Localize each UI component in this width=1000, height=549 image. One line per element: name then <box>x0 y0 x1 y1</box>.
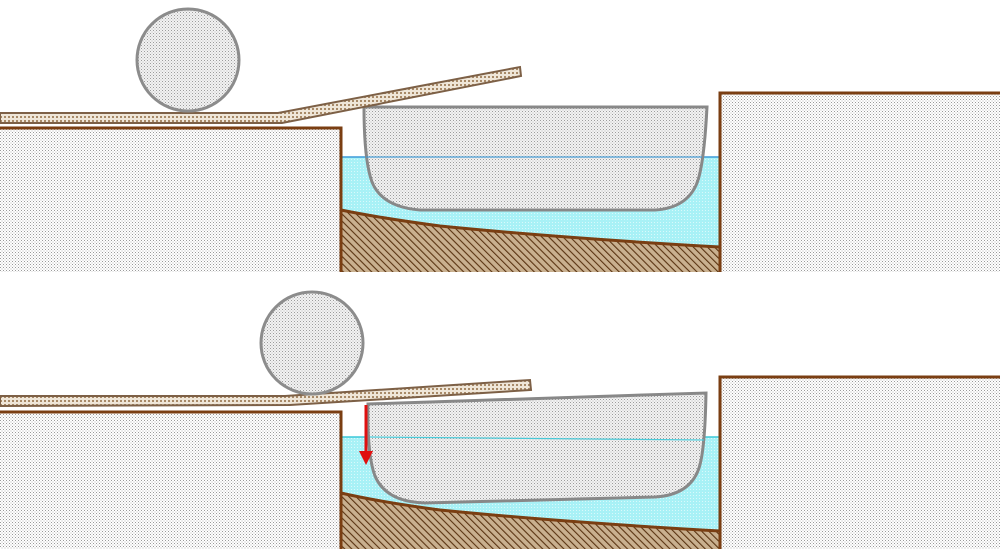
left-quay <box>0 412 341 549</box>
scene-before-loading <box>0 7 1000 272</box>
circle-load-icon <box>259 290 365 396</box>
loading-ramp <box>0 378 533 408</box>
right-quay <box>720 93 1000 272</box>
scene-during-loading <box>0 290 1000 549</box>
down-arrow-icon <box>359 405 373 465</box>
boat-hull <box>366 391 708 505</box>
circle-load-icon <box>135 7 241 113</box>
right-quay <box>720 377 1000 549</box>
boat-hull <box>362 105 709 212</box>
loading-ramp <box>0 65 523 124</box>
left-quay <box>0 128 341 272</box>
seabed <box>341 493 720 549</box>
